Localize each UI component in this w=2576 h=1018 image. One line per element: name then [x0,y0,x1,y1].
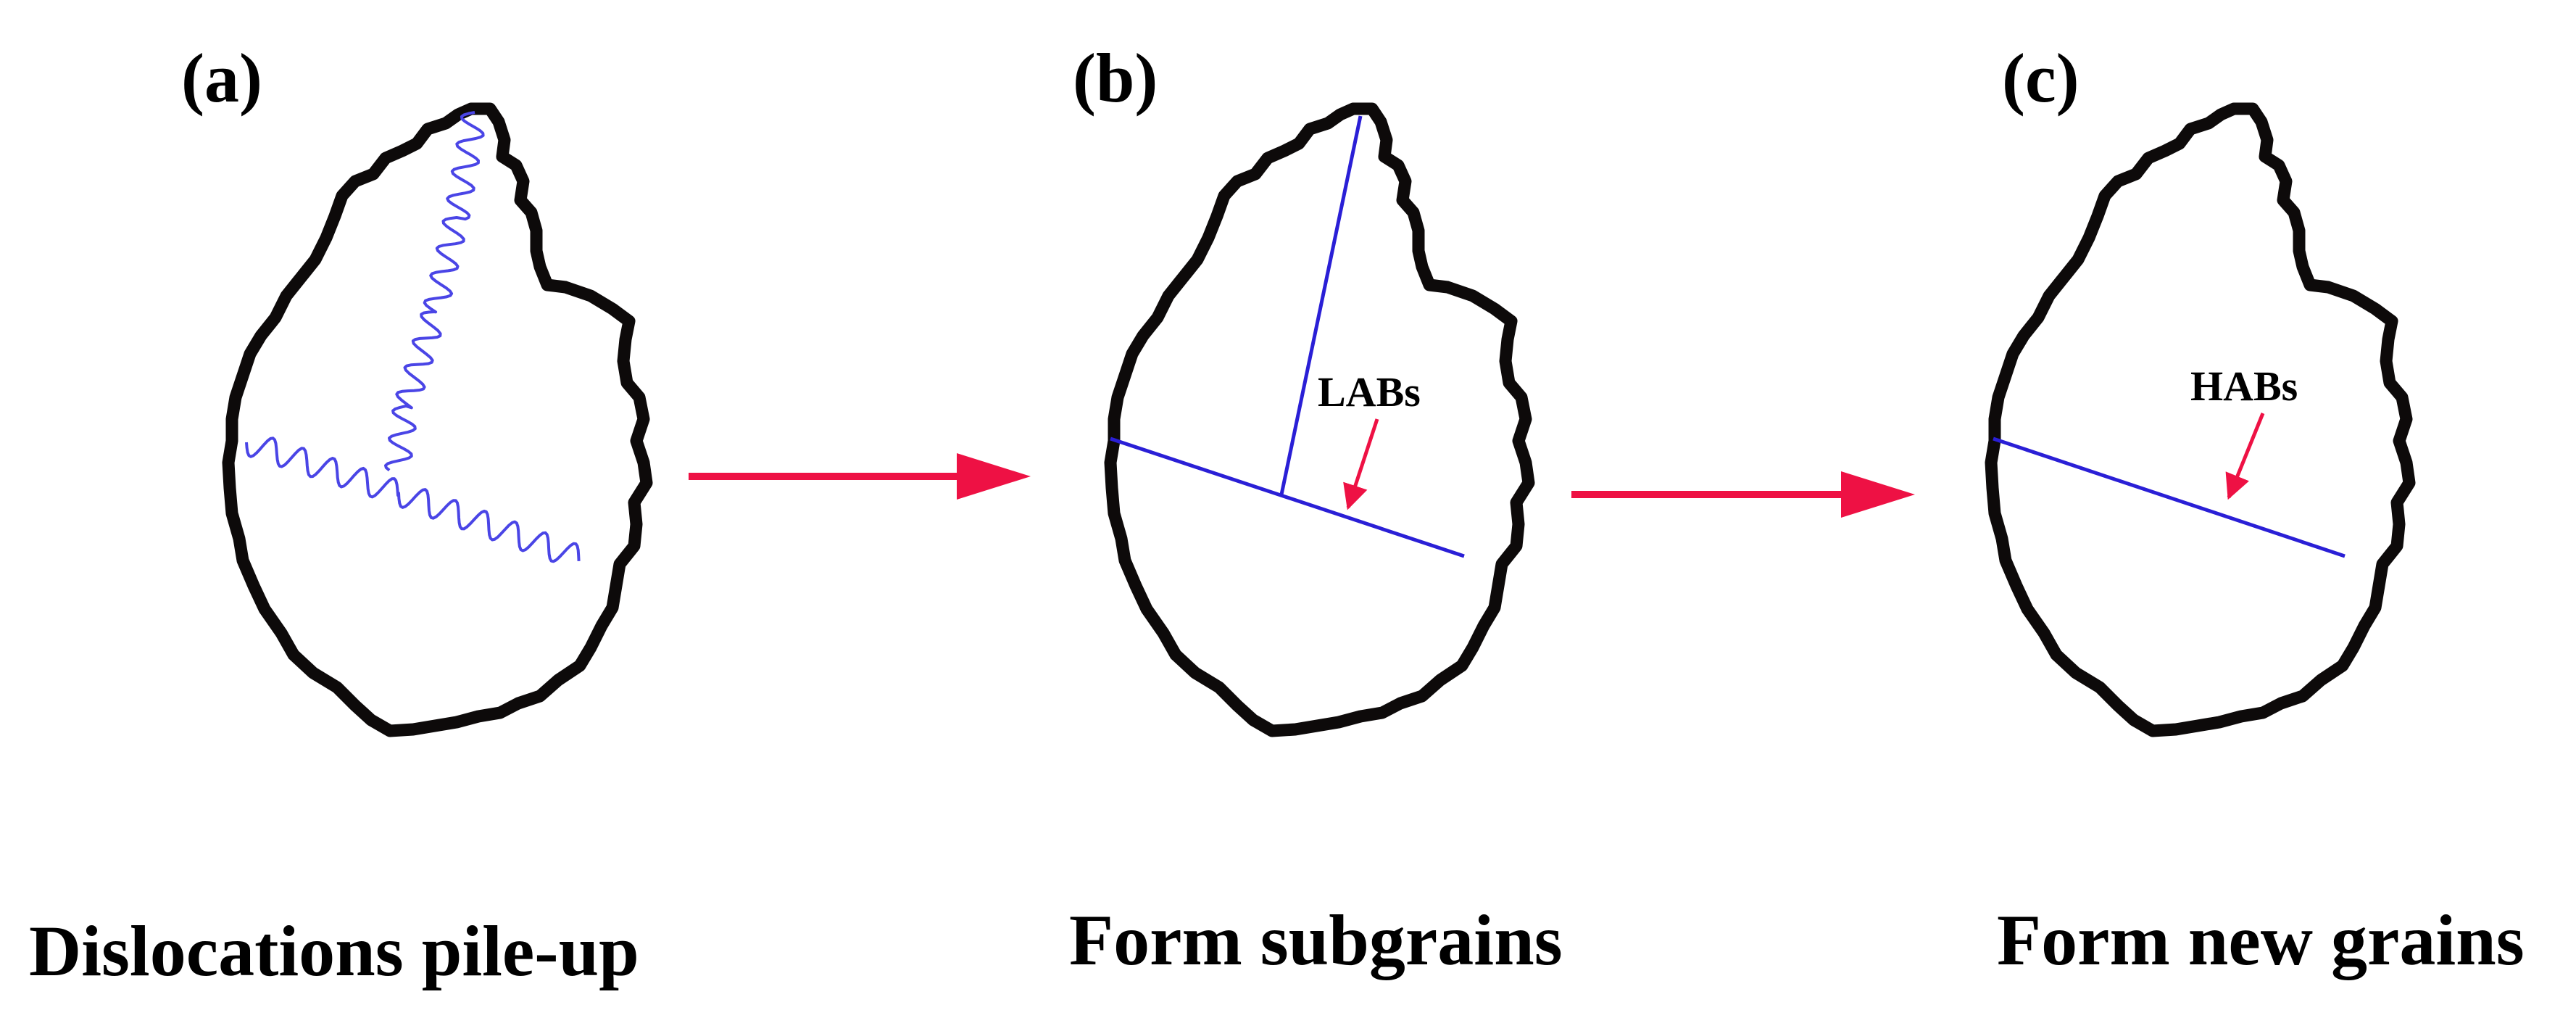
arrow-head-a-to-b [957,453,1031,500]
boundary-lab-horizontal [1110,436,1465,558]
annotation-labs: LABs [1318,368,1421,415]
boundary-lab-vertical [1279,115,1363,495]
grain-outline-a [228,109,647,731]
grain-outline-c [1991,109,2409,731]
panel-a: (a) Dislocations pile-up [29,39,647,991]
boundary-hab [1993,436,2346,558]
caption-b: Form subgrains [1069,900,1563,980]
panel-b: (b) LABs Form subgrains [1069,39,1563,980]
grain-outline-b [1110,109,1529,731]
panel-label-a: (a) [181,39,262,117]
annotation-habs: HABs [2190,363,2298,410]
panel-label-b: (b) [1073,39,1158,117]
arrow-head-b-to-c [1841,471,1915,518]
panel-label-c: (c) [2002,39,2080,117]
annotation-arrow-labs [1343,418,1379,510]
caption-c: Form new grains [1997,900,2525,980]
dislocation-tangle-vertical [384,111,485,472]
transition-arrow-a-to-b [689,453,1031,500]
panel-c: (c) HABs Form new grains [1991,39,2525,980]
caption-a: Dislocations pile-up [29,911,639,991]
dislocation-tangle-horizontal [245,436,581,563]
transition-arrow-b-to-c [1571,471,1915,518]
annotation-arrow-habs [2225,413,2265,500]
